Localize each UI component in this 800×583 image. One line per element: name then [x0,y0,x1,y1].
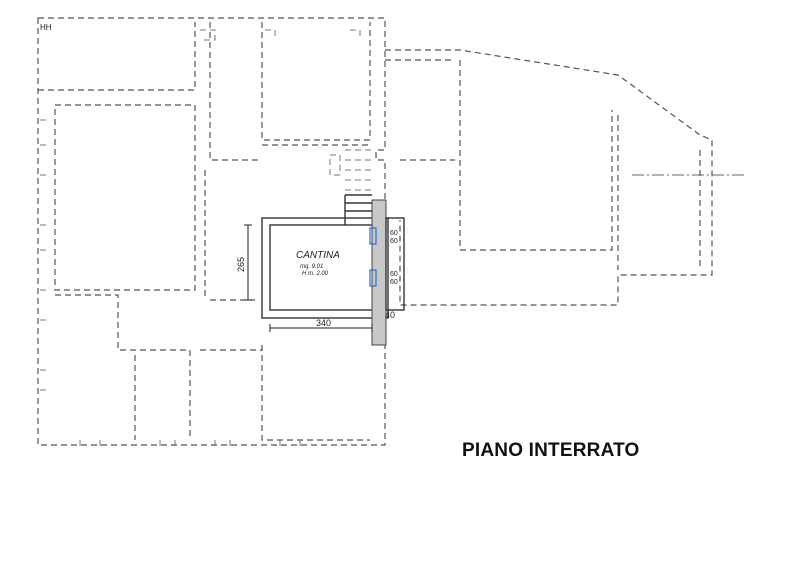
adjacent-wall [385,217,405,311]
left-building-outline [37,17,386,450]
room-area-label: mq. 9.01 [300,264,323,270]
wall-dim-label: 40 [385,310,395,320]
width-dim-label: 340 [316,318,331,328]
depth-dim-label: 265 [236,257,246,272]
right-building-outline [385,49,713,306]
opening-dim-1: 60 [390,230,398,237]
width-dimension: 340 [269,318,373,332]
opening-dim-2: 60 [390,238,398,245]
cantina-outer-wall [261,217,389,319]
cantina-room [261,194,405,346]
corner-mark: HH [40,23,52,32]
stairs [344,194,372,225]
opening-dim-3: 60 [390,271,398,278]
room-name-label: CANTINA [296,250,340,261]
room-height-label: H m. 2.00 [302,271,329,277]
gray-wall-section [371,199,387,346]
cantina-inner-wall [269,224,381,311]
opening-dim-4: 60 [390,279,398,286]
opening-marker [369,269,377,287]
depth-dimension: 265 [236,224,252,301]
plan-title: PIANO INTERRATO [462,440,640,461]
opening-marker [369,227,377,245]
